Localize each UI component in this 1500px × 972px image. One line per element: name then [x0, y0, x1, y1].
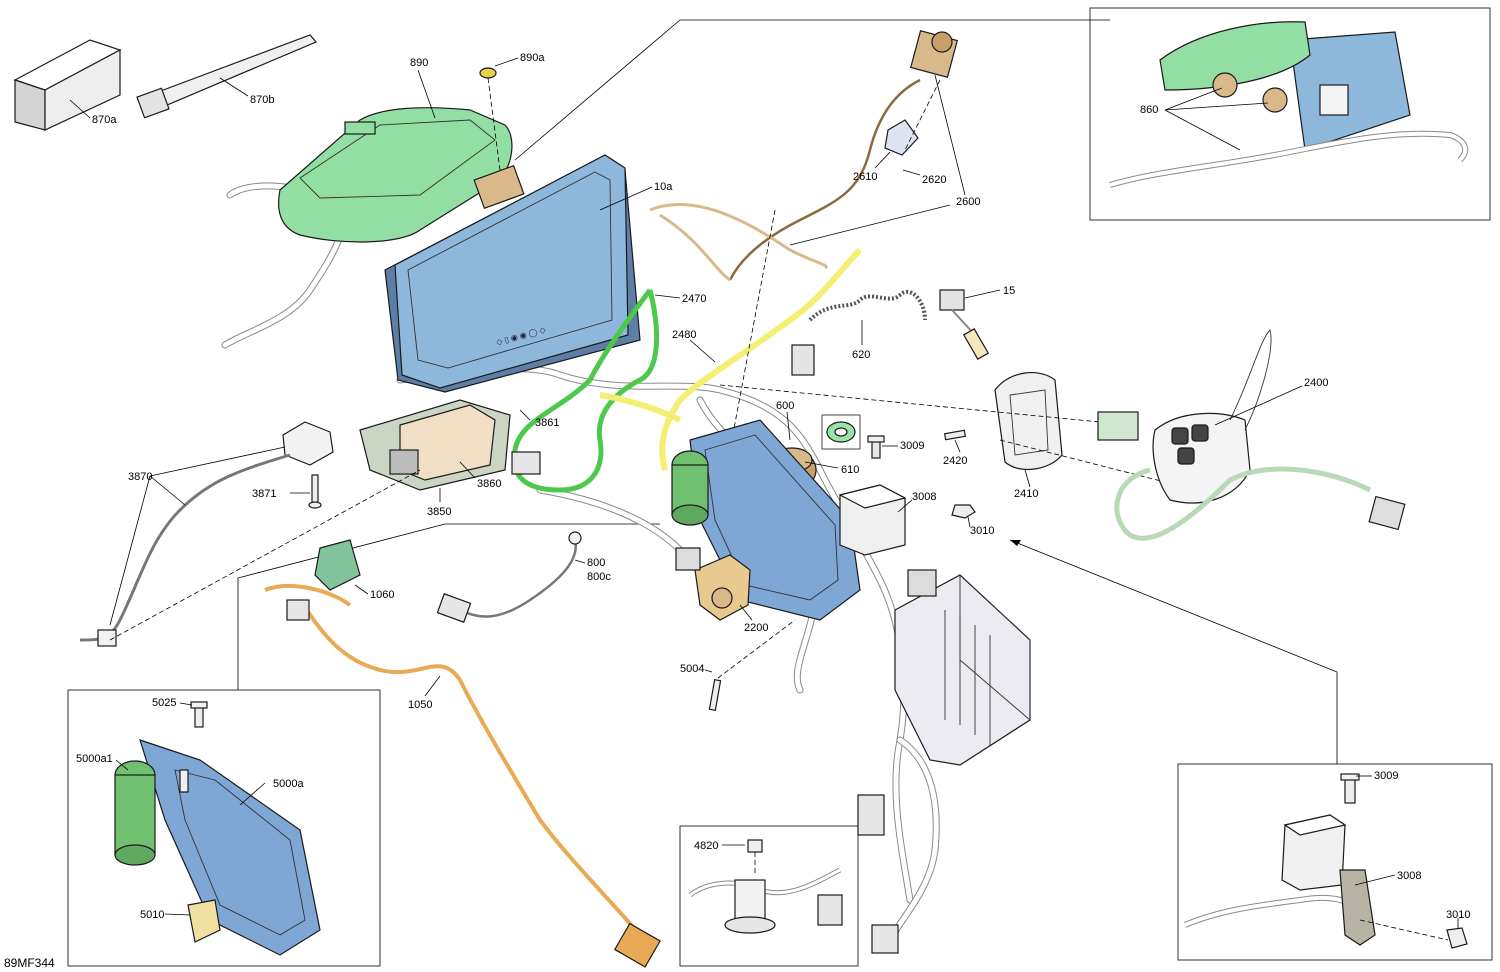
- part-870a-pad: [13, 39, 122, 131]
- detail-box-bracket: [1177, 763, 1493, 961]
- callout-d3010: 3010: [1446, 909, 1470, 921]
- callout-10a: 10a: [654, 181, 673, 193]
- callout-890: 890: [410, 57, 428, 69]
- callout-3871: 3871: [252, 488, 276, 500]
- callout-5010: 5010: [140, 909, 164, 921]
- part-2610-bracket: [884, 119, 919, 156]
- part-2410-cover: [994, 372, 1063, 470]
- callout-5004: 5004: [680, 663, 704, 675]
- callout-d3008: 3008: [1397, 870, 1421, 882]
- part-10a-display: ◇ ▯ ◉ ◉ ◯ ◇: [384, 154, 641, 393]
- part-2600-sensor: [728, 29, 959, 281]
- callout-3009: 3009: [900, 440, 924, 452]
- part-3008-relay: [838, 484, 907, 556]
- part-610-ring: [821, 414, 861, 450]
- part-800-ground-wire: [436, 531, 582, 623]
- part-3010-bolt: [951, 504, 976, 519]
- part-890-storage-bag: [278, 107, 513, 243]
- callout-610: 610: [841, 464, 859, 476]
- callout-2480: 2480: [672, 329, 696, 341]
- callout-870b: 870b: [250, 94, 274, 106]
- part-620-coiled-cord: [791, 289, 927, 376]
- part-2420-screw: [943, 429, 967, 441]
- part-15-connector: [939, 289, 990, 360]
- callout-3008: 3008: [912, 491, 936, 503]
- callout-890a: 890a: [520, 52, 545, 64]
- callout-3870: 3870: [128, 471, 152, 483]
- callout-870a: 870a: [92, 114, 117, 126]
- part-1060-connector: [314, 539, 361, 591]
- part-1050-harness: [264, 583, 642, 937]
- callout-2600: 2600: [956, 196, 980, 208]
- callout-3850: 3850: [427, 506, 451, 518]
- callout-1060: 1060: [370, 589, 394, 601]
- callout-4820: 4820: [694, 840, 718, 852]
- part-3860-module: [359, 399, 541, 491]
- detail-box-relay: [679, 825, 859, 967]
- callout-2610: 2610: [853, 171, 877, 183]
- callout-d3009: 3009: [1374, 770, 1398, 782]
- callout-1050: 1050: [408, 699, 432, 711]
- callout-3861: 3861: [535, 417, 559, 429]
- part-3871-screw: [308, 474, 322, 509]
- callout-2470: 2470: [682, 293, 706, 305]
- callout-5000a: 5000a: [273, 778, 304, 790]
- detail-box-display: [1089, 7, 1491, 221]
- callout-3010: 3010: [970, 525, 994, 537]
- callout-860: 860: [1140, 104, 1158, 116]
- callout-3860: 3860: [477, 478, 501, 490]
- part-5004-pin: [708, 679, 722, 711]
- detail-box-module: [67, 689, 381, 967]
- callout-15: 15: [1003, 285, 1015, 297]
- detail-860-display-assembly: [1109, 21, 1469, 188]
- callout-800: 800: [587, 557, 605, 569]
- callout-2200: 2200: [744, 622, 768, 634]
- part-870b-cable-tie: [136, 34, 317, 119]
- part-fuse-box: [894, 569, 1031, 766]
- callout-5025: 5025: [152, 697, 176, 709]
- detail-4820-relay: [688, 839, 843, 934]
- callout-600: 600: [776, 400, 794, 412]
- part-2400-control-switch: [1097, 329, 1406, 541]
- part-2200-actuator: [675, 547, 751, 621]
- figure-reference: 89MF344: [4, 956, 55, 970]
- part-2480-harness: [599, 247, 863, 471]
- part-890a-clip: [479, 67, 497, 79]
- callout-2400: 2400: [1304, 377, 1328, 389]
- part-2470-harness: [511, 288, 659, 493]
- part-3009-screw: [867, 435, 885, 459]
- callout-2420: 2420: [943, 455, 967, 467]
- callout-620: 620: [852, 349, 870, 361]
- callout-2620: 2620: [922, 174, 946, 186]
- callout-2410: 2410: [1014, 488, 1038, 500]
- part-3870-sensor: [79, 421, 334, 647]
- detail-bracket-assembly: [1183, 773, 1468, 949]
- callout-800c: 800c: [587, 571, 611, 583]
- detail-5000a-module: [114, 739, 321, 956]
- callout-5000a1: 5000a1: [76, 753, 113, 765]
- part-5025-screw: [190, 701, 208, 728]
